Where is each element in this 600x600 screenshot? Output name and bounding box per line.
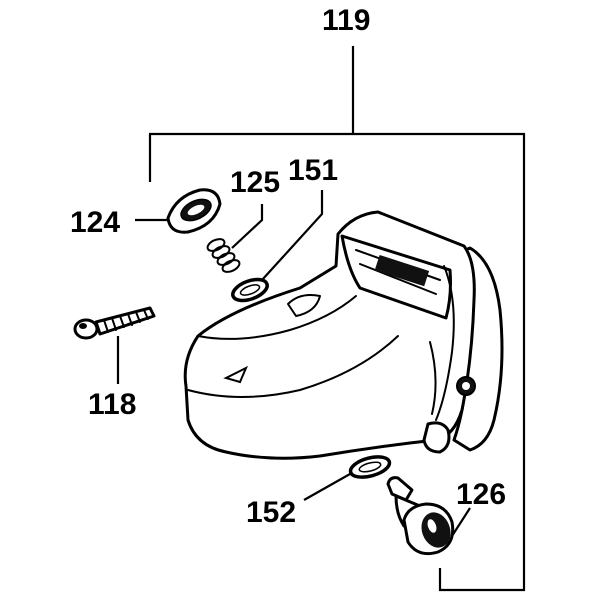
label-118: 118 [88,388,136,421]
spring-part [206,238,241,273]
cap-part [166,188,222,234]
leader-126 [451,507,471,537]
leader-125 [231,204,264,249]
label-125: 125 [230,166,280,199]
assembly-bracket [148,46,526,592]
o-ring-top-part [231,277,269,303]
o-ring-bottom-part [348,455,392,479]
screw-part [73,306,156,340]
leader-152 [303,473,351,501]
label-152: 152 [246,496,296,529]
label-124: 124 [70,206,120,239]
label-126: 126 [456,478,506,511]
housing-part [183,210,504,460]
leader-151 [261,190,324,281]
button-part [386,476,455,556]
label-119: 119 [322,4,370,37]
label-151: 151 [288,154,338,187]
leader-lines [116,190,471,537]
